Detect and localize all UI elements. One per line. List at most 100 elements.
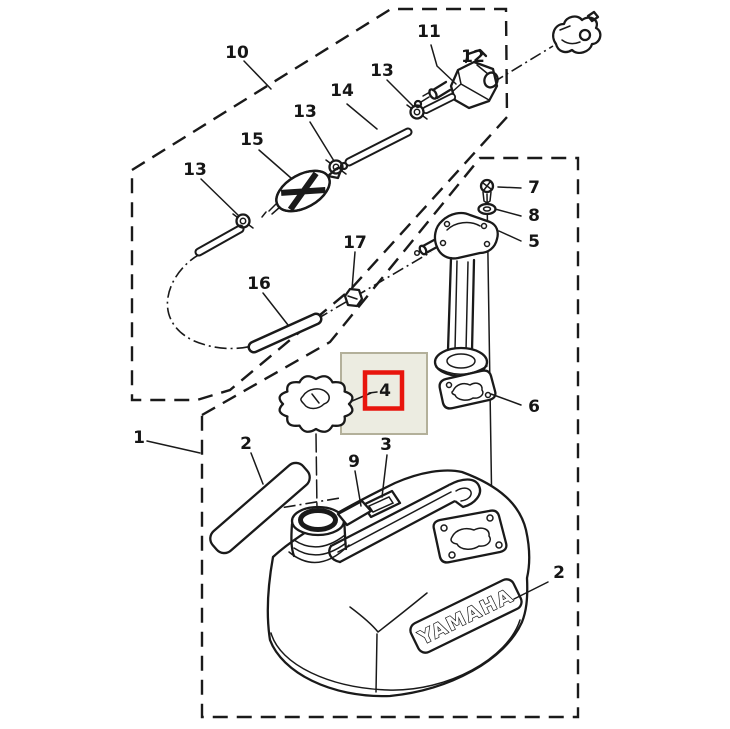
mount-plate-outline [432, 509, 508, 564]
leader-13-top [386, 79, 415, 108]
cap-to-neck-axis [315, 433, 318, 511]
washer-ring [477, 202, 497, 216]
part-label-13-top: 13 [370, 61, 394, 81]
mount-hole [486, 514, 494, 522]
tube-inner [454, 260, 469, 352]
washer-8 [477, 202, 497, 216]
cap-scalloped-edge [278, 375, 354, 433]
part-label-9: 9 [348, 452, 360, 472]
carry-handle [328, 478, 482, 564]
hose-16-core [250, 315, 320, 351]
plate-hole [439, 239, 447, 247]
fuel-line-assembly-boundary [130, 7, 509, 402]
pipe-14-core [346, 129, 411, 165]
clip-ring [409, 104, 425, 120]
axis-lines [166, 45, 554, 520]
connector-nub [586, 10, 600, 23]
connector-detail [559, 25, 581, 45]
part-label-1: 1 [133, 428, 145, 448]
tank-bottom-rim [270, 619, 521, 691]
leader-14 [346, 103, 378, 130]
primer-bulb [261, 161, 349, 218]
part-label-13-left: 13 [183, 160, 207, 180]
part-label-3: 3 [380, 435, 392, 455]
part-labels: 10 11 12 13 14 13 15 13 17 16 7 8 5 6 1 … [133, 22, 565, 583]
joint-port [431, 80, 452, 100]
screw-7 [479, 178, 495, 204]
joint-top-notch [464, 48, 488, 64]
fuel-tank: YAMAHA [209, 461, 531, 698]
clip-core [239, 217, 247, 225]
handle-grip-inner [455, 487, 472, 502]
pipe-joint-end-core [423, 94, 455, 113]
assembly-boundaries [130, 7, 580, 719]
handle-boss-inner [367, 496, 395, 513]
neck-opening [298, 508, 338, 532]
joint-nut [343, 287, 364, 308]
float-flange-hole [446, 353, 476, 369]
part-label-7: 7 [528, 178, 540, 198]
leader-13-left [200, 178, 240, 217]
connector-port [578, 28, 592, 42]
tank-mount-plate [432, 509, 508, 564]
leader-12 [476, 64, 489, 75]
clip-ring [328, 159, 344, 175]
part-label-6: 6 [528, 397, 540, 417]
part-label-8: 8 [528, 206, 540, 226]
pipe-bulb-end-core [196, 226, 243, 255]
joint-fold-lines [451, 69, 490, 101]
clip-ring [235, 213, 251, 229]
leader-1 [146, 440, 201, 454]
leader-4 [351, 391, 378, 402]
joint-port-end [428, 88, 438, 100]
gasket-opening [451, 382, 484, 401]
selected-part-marker[interactable]: 4 [362, 370, 405, 411]
clip-tabs [232, 213, 254, 229]
float-flange-base [435, 365, 488, 375]
screw-slot [482, 181, 492, 191]
handle-left-end [328, 544, 342, 564]
leader-5 [498, 230, 522, 242]
neck-threads [288, 534, 350, 564]
part-label-10: 10 [225, 43, 249, 63]
part-label-4-selected[interactable]: 4 [379, 381, 391, 401]
screw-shank [482, 191, 492, 204]
plate-port-end [418, 244, 428, 256]
tank-front-crease [349, 592, 428, 693]
fuel-cap [278, 375, 354, 433]
gasket-6 [438, 369, 497, 410]
fuel-gauge-assembly [413, 178, 499, 378]
part-label-15: 15 [240, 130, 264, 150]
plate-port [421, 238, 439, 255]
part-label-5: 5 [528, 232, 540, 252]
hose-clip-top [406, 104, 428, 120]
fuel-line-assembly [194, 10, 602, 354]
cap-tab-detail [300, 388, 330, 410]
gauge-tube [433, 256, 489, 378]
hose-to-gauge-axis [316, 251, 432, 320]
mount-plate-opening [450, 527, 491, 550]
handle-bottom-edge [338, 499, 457, 564]
selection-red-box[interactable] [362, 370, 405, 411]
leader-2-lower [513, 581, 549, 600]
leader-15 [258, 149, 292, 179]
nut-detail [347, 295, 358, 300]
handle-inner-line [337, 491, 452, 553]
gauge-plate-5 [413, 211, 499, 260]
plate-hole [480, 222, 488, 230]
clip-core [413, 108, 421, 116]
engine-connector [552, 10, 602, 54]
gasket-hole [484, 391, 492, 399]
part-label-17: 17 [343, 233, 367, 253]
decal-plate [409, 578, 523, 654]
leader-13-mid [309, 121, 335, 162]
sticker-outline [209, 461, 311, 555]
part-label-2-upper: 2 [240, 434, 252, 454]
clip-tabs [406, 104, 428, 120]
warning-sticker-upper [209, 461, 311, 555]
leader-17 [351, 251, 356, 290]
gasket-outline [438, 369, 497, 410]
tube-outer [446, 256, 476, 353]
